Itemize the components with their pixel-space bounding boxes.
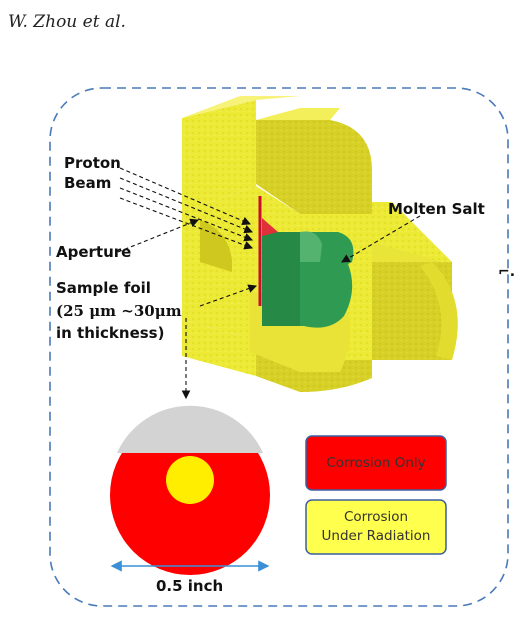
side-mark: ⌐. xyxy=(498,264,515,280)
sample-disc xyxy=(110,405,270,575)
label-scale: 0.5 inch xyxy=(156,577,223,595)
legend-radiation-line2: Under Radiation xyxy=(322,528,431,544)
label-sample-foil-thickness: in thickness) xyxy=(56,324,164,342)
label-aperture: Aperture xyxy=(56,243,131,261)
label-sample-foil-range: (25 μm ~30μm xyxy=(56,302,182,320)
annotation-arrows xyxy=(117,167,421,400)
label-beam: Beam xyxy=(64,174,111,192)
legend-corrosion-radiation xyxy=(305,499,447,555)
irradiated-spot xyxy=(166,456,214,504)
author-header: W. Zhou et al. xyxy=(8,12,126,32)
legend-corrosion-only-label: Corrosion Only xyxy=(326,455,425,471)
legend: Corrosion Only Corrosion Under Radiation xyxy=(305,435,447,555)
label-proton: Proton xyxy=(64,154,121,172)
target-assembly xyxy=(182,96,458,392)
legend-corrosion-only xyxy=(305,435,447,491)
label-sample-foil: Sample foil xyxy=(56,279,151,297)
legend-radiation-line1: Corrosion xyxy=(344,509,408,525)
label-molten-salt: Molten Salt xyxy=(388,200,485,218)
